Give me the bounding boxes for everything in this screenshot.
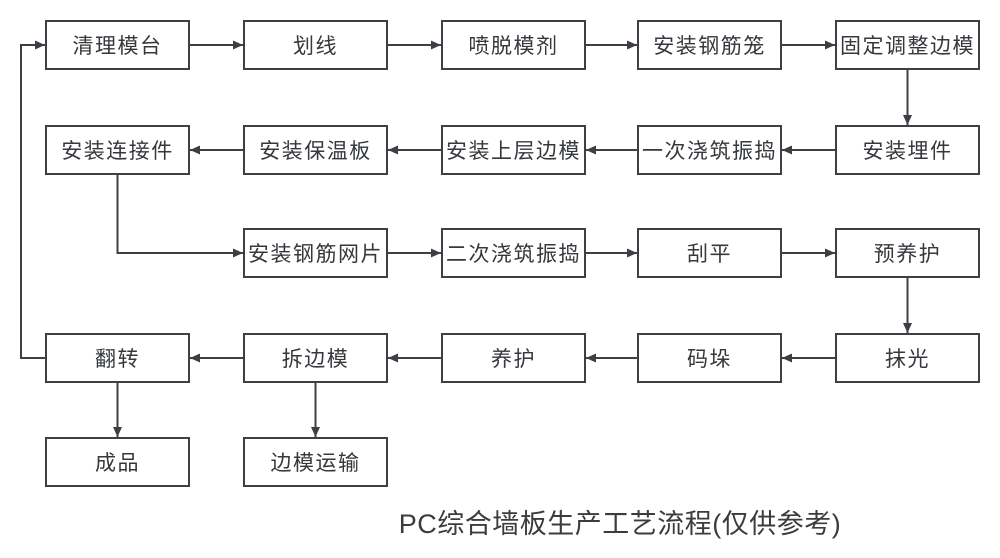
flow-node-remove-side-mold: 拆边模 (243, 333, 388, 383)
flow-node-install-rebar-mesh: 安装钢筋网片 (243, 228, 388, 278)
flow-node-pre-curing: 预养护 (835, 228, 980, 278)
flow-node-side-mold-transport: 边模运输 (243, 437, 388, 487)
flow-node-spray-release-agent: 喷脱模剂 (441, 20, 586, 70)
flow-node-clean-mold-table: 清理模台 (45, 20, 190, 70)
flow-node-troweling: 抹光 (835, 333, 980, 383)
flow-node-second-pour-vibrate: 二次浇筑振捣 (441, 228, 586, 278)
flow-node-stacking: 码垛 (637, 333, 782, 383)
diagram-caption: PC综合墙板生产工艺流程(仅供参考) (398, 509, 842, 539)
flow-edge-flip-to-clean-mold-table (20, 40, 45, 359)
flow-node-install-connectors: 安装连接件 (45, 125, 190, 175)
flow-node-flip: 翻转 (45, 333, 190, 383)
flow-node-install-upper-side-mold: 安装上层边模 (441, 125, 586, 175)
flow-edge-install-connectors-to-install-rebar-mesh (116, 175, 243, 258)
flow-node-curing: 养护 (441, 333, 586, 383)
flow-node-install-embedded-parts: 安装埋件 (835, 125, 980, 175)
flow-node-install-rebar-cage: 安装钢筋笼 (637, 20, 782, 70)
flow-node-install-insulation-board: 安装保温板 (243, 125, 388, 175)
flow-node-screeding: 刮平 (637, 228, 782, 278)
flow-node-first-pour-vibrate: 一次浇筑振捣 (637, 125, 782, 175)
flow-edges-group (20, 40, 912, 437)
flow-node-finished-product: 成品 (45, 437, 190, 487)
flow-node-fix-adjust-side-mold: 固定调整边模 (835, 20, 980, 70)
flow-node-marking: 划线 (243, 20, 388, 70)
